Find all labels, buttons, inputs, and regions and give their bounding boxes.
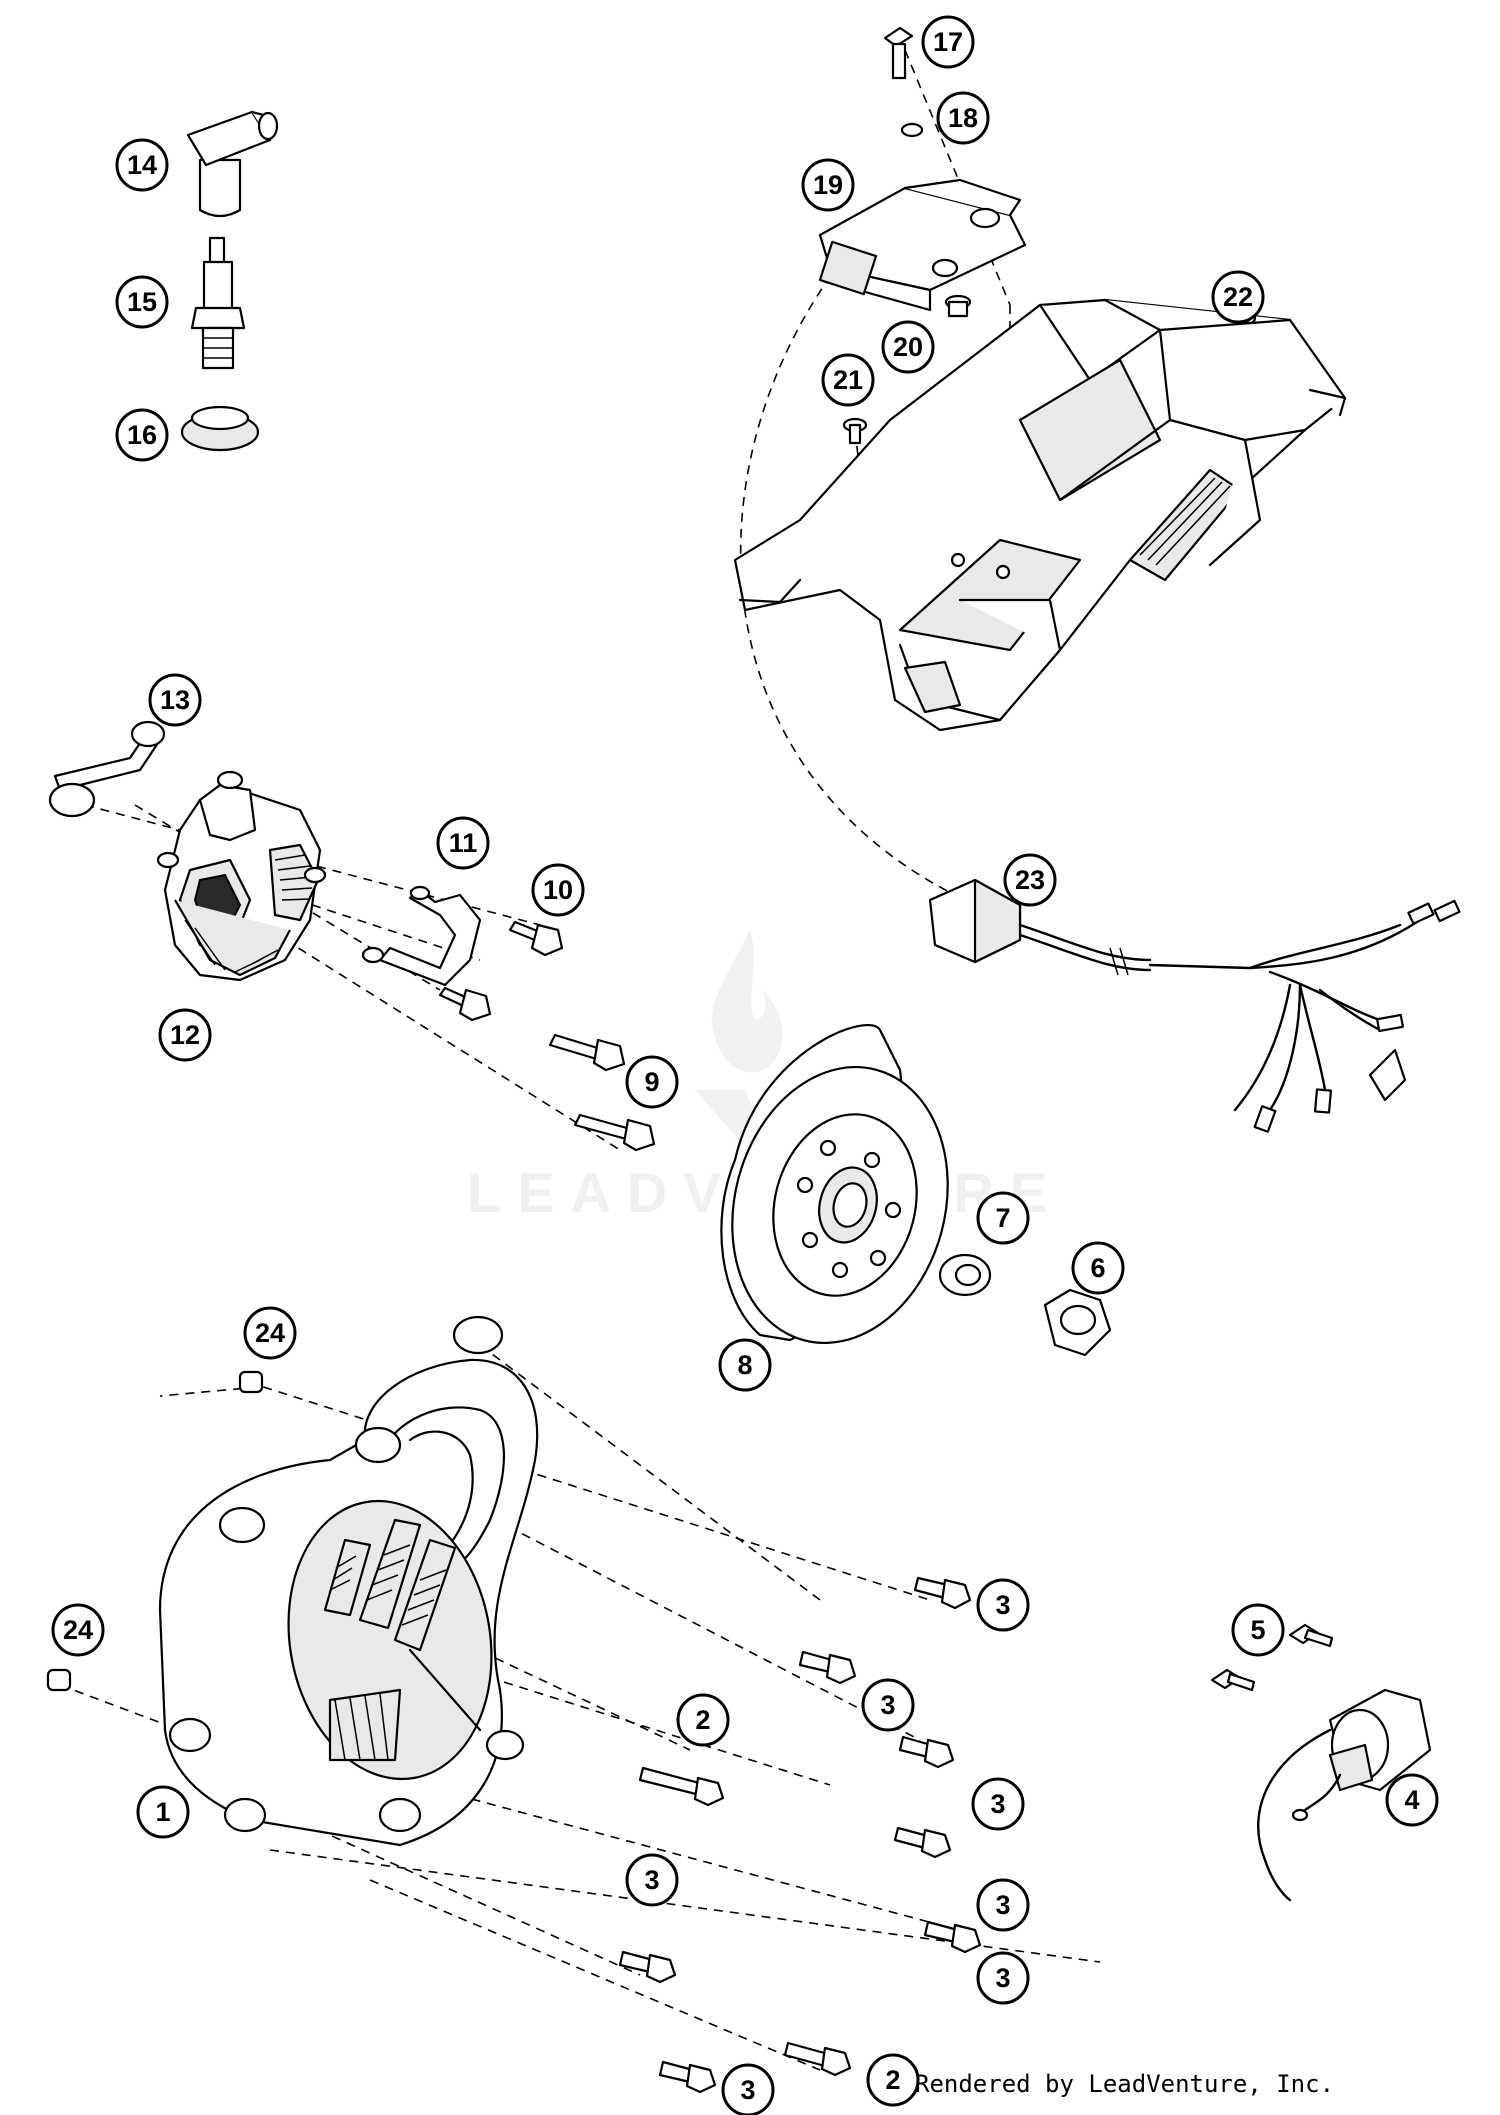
callout-6: 6 — [1071, 1241, 1125, 1295]
callout-22: 22 — [1211, 270, 1265, 324]
callout-3d: 3 — [976, 1878, 1030, 1932]
flywheel-nut — [1043, 1288, 1112, 1357]
callout-23: 23 — [1003, 853, 1057, 907]
callout-4: 4 — [1385, 1773, 1439, 1827]
flywheel-rotor — [720, 1024, 949, 1345]
svg-text:13: 13 — [160, 685, 190, 715]
callout-5: 5 — [1231, 1603, 1285, 1657]
svg-text:2: 2 — [695, 1705, 710, 1735]
plug-seal — [180, 405, 260, 452]
cable-bracket — [361, 885, 482, 987]
callout-3b: 3 — [861, 1678, 915, 1732]
stator-bolts — [548, 1033, 656, 1152]
svg-text:3: 3 — [740, 2075, 755, 2105]
svg-text:21: 21 — [833, 365, 863, 395]
callout-15: 15 — [115, 275, 169, 329]
electrical-box — [733, 298, 1347, 732]
ecu-module — [818, 178, 1027, 312]
callout-10: 10 — [531, 863, 585, 917]
callout-21: 21 — [821, 353, 875, 407]
callout-9: 9 — [625, 1055, 679, 1109]
callout-13: 13 — [148, 673, 202, 727]
svg-text:17: 17 — [933, 27, 963, 57]
callout-8: 8 — [718, 1338, 772, 1392]
svg-text:3: 3 — [644, 1865, 659, 1895]
svg-text:15: 15 — [127, 287, 157, 317]
callout-24b: 24 — [51, 1603, 105, 1657]
cover-grille — [323, 1518, 482, 1762]
bracket-bolts — [438, 920, 564, 1022]
dowels — [46, 1370, 264, 1692]
svg-text:7: 7 — [995, 1203, 1010, 1233]
svg-text:3: 3 — [995, 1890, 1010, 1920]
callout-24a: 24 — [243, 1306, 297, 1360]
spark-plug-cap — [186, 110, 279, 218]
cover-bolts — [618, 1576, 982, 2094]
spark-plug — [190, 236, 246, 370]
wiring-harness — [928, 878, 1461, 1133]
svg-text:12: 12 — [170, 1020, 200, 1050]
svg-text:2: 2 — [885, 2065, 900, 2095]
callout-3a: 3 — [976, 1578, 1030, 1632]
stator — [156, 770, 327, 982]
svg-text:3: 3 — [995, 1963, 1010, 1993]
callout-3e: 3 — [976, 1951, 1030, 2005]
svg-text:1: 1 — [155, 1797, 170, 1827]
callout-3g: 3 — [721, 2063, 775, 2115]
callout-18: 18 — [936, 91, 990, 145]
svg-text:6: 6 — [1090, 1253, 1105, 1283]
svg-text:9: 9 — [644, 1067, 659, 1097]
ecu-screw — [883, 26, 914, 80]
watermark-flame-icon — [711, 930, 783, 1073]
callout-20: 20 — [881, 320, 935, 374]
callout-3f: 3 — [625, 1853, 679, 1907]
screw-21 — [842, 417, 868, 445]
callout-14: 14 — [115, 138, 169, 192]
svg-text:20: 20 — [893, 332, 923, 362]
svg-text:23: 23 — [1015, 865, 1045, 895]
svg-text:4: 4 — [1404, 1785, 1419, 1815]
svg-text:24: 24 — [255, 1318, 285, 1348]
callout-17: 17 — [921, 15, 975, 69]
svg-text:3: 3 — [995, 1590, 1010, 1620]
callout-16: 16 — [115, 408, 169, 462]
svg-text:10: 10 — [543, 875, 573, 905]
render-credit: Rendered by LeadVenture, Inc. — [915, 2070, 1335, 2098]
bushing — [944, 294, 972, 318]
svg-text:3: 3 — [880, 1690, 895, 1720]
callout-19: 19 — [801, 158, 855, 212]
callout-3c: 3 — [971, 1777, 1025, 1831]
washer — [938, 1253, 992, 1297]
svg-text:8: 8 — [737, 1350, 752, 1380]
ecu-washer — [900, 122, 924, 138]
ignition-coil — [1257, 1688, 1432, 1902]
svg-text:3: 3 — [990, 1789, 1005, 1819]
svg-text:22: 22 — [1223, 282, 1253, 312]
callout-11: 11 — [436, 816, 490, 870]
callout-2a: 2 — [676, 1693, 730, 1747]
callout-1: 1 — [136, 1785, 190, 1839]
svg-text:18: 18 — [948, 103, 978, 133]
svg-text:11: 11 — [449, 828, 478, 858]
coil-bolts — [1210, 1623, 1334, 1692]
callout-7: 7 — [976, 1191, 1030, 1245]
callout-12: 12 — [158, 1008, 212, 1062]
grommet — [48, 720, 166, 818]
callout-2b: 2 — [866, 2053, 920, 2107]
svg-text:19: 19 — [813, 170, 843, 200]
svg-text:5: 5 — [1250, 1615, 1265, 1645]
svg-text:14: 14 — [127, 150, 157, 180]
svg-text:24: 24 — [63, 1615, 93, 1645]
ignition-cover — [158, 1315, 539, 1847]
svg-text:16: 16 — [127, 420, 157, 450]
